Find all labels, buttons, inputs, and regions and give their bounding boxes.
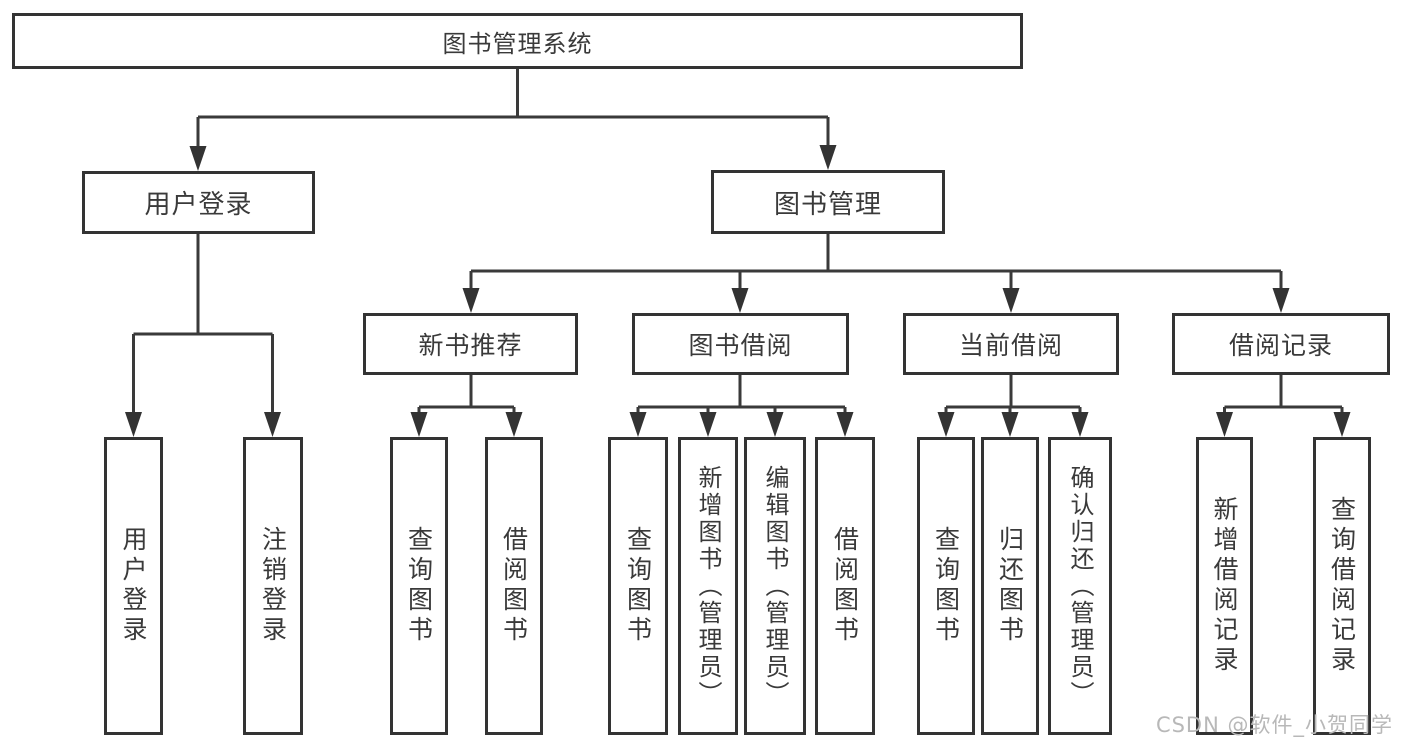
leaf-return-book: 归还图书 — [981, 437, 1039, 735]
leaf-query-book-recommend: 查询图书 — [390, 437, 448, 735]
leaf-confirm-return-admin: 确认归还（管理员） — [1048, 437, 1112, 735]
leaf-add-borrow-record: 新增借阅记录 — [1196, 437, 1253, 735]
node-user-login-branch: 用户登录 — [82, 171, 315, 234]
leaf-borrow-book: 借阅图书 — [815, 437, 875, 735]
leaf-borrow-book-recommend: 借阅图书 — [485, 437, 543, 735]
node-current-borrow: 当前借阅 — [903, 313, 1119, 375]
node-root-library-system: 图书管理系统 — [12, 13, 1023, 69]
leaf-query-book-current: 查询图书 — [917, 437, 975, 735]
leaf-user-login: 用户登录 — [104, 437, 163, 735]
leaf-edit-book-admin: 编辑图书（管理员） — [744, 437, 806, 735]
leaf-logout: 注销登录 — [243, 437, 303, 735]
leaf-add-book-admin: 新增图书（管理员） — [678, 437, 738, 735]
node-new-book-recommend: 新书推荐 — [363, 313, 578, 375]
node-borrow-records: 借阅记录 — [1172, 313, 1390, 375]
leaf-query-borrow-record: 查询借阅记录 — [1313, 437, 1371, 735]
node-book-management-branch: 图书管理 — [711, 170, 945, 234]
csdn-watermark: CSDN @软件_小贺同学 — [1155, 713, 1393, 737]
node-book-borrow: 图书借阅 — [632, 313, 849, 375]
leaf-query-book-borrow: 查询图书 — [608, 437, 668, 735]
